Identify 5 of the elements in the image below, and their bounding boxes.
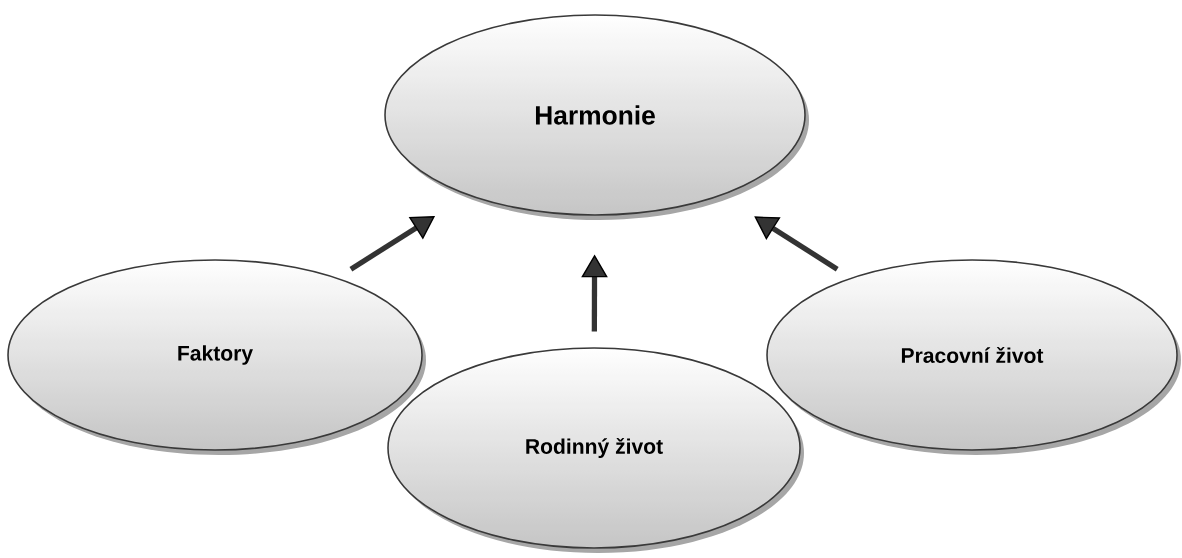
ellipse-node: Pracovní život xyxy=(766,259,1181,455)
ellipse-node: Harmonie xyxy=(384,14,809,220)
ellipse-node: Faktory xyxy=(7,259,426,455)
arrow xyxy=(754,216,839,272)
ellipse-node: Rodinný život xyxy=(387,347,804,553)
